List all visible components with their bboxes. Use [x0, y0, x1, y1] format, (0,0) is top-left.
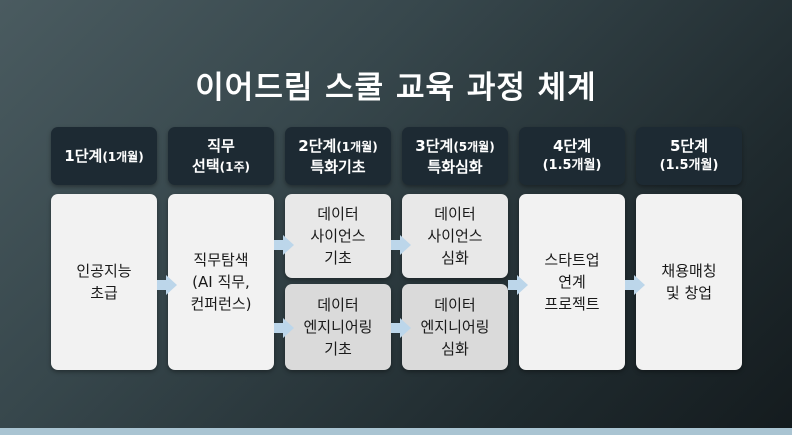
stage-3-bottom-box: 데이터 엔지니어링 기초	[285, 284, 391, 370]
stage-header-5: 4단계 (1.5개월)	[519, 127, 625, 185]
stage-5-line: 연계	[558, 273, 586, 291]
stage-4-bottom-line: 엔지니어링	[420, 318, 490, 336]
stage-6-line: 채용매칭	[661, 262, 717, 280]
stage-2-line: (AI 직무,	[192, 273, 250, 291]
stage-header-4-label: 3단계	[415, 136, 454, 155]
stage-3-top-line: 사이언스	[310, 227, 366, 245]
stage-2-line: 직무탐색	[193, 251, 249, 269]
stage-4-top-line: 사이언스	[427, 227, 483, 245]
stage-header-5-label: 4단계	[552, 137, 592, 155]
stage-1-line: 초급	[90, 284, 118, 302]
stage-3-top-line: 데이터	[317, 205, 359, 223]
stage-header-4-topic: 특화심화	[427, 157, 483, 176]
stage-3-bottom-line: 기초	[324, 340, 352, 358]
stage-4-bottom-line: 데이터	[434, 296, 476, 314]
stage-5-box: 스타트업 연계 프로젝트	[519, 194, 625, 370]
page-title: 이어드림 스쿨 교육 과정 체계	[195, 70, 597, 106]
stage-header-3-label: 2단계	[298, 136, 337, 155]
stage-4-top-line: 데이터	[434, 205, 476, 223]
stage-header-2-label2: 선택	[192, 156, 220, 175]
stage-5-line: 스타트업	[544, 251, 600, 269]
stage-header-5-duration: (1.5개월)	[542, 158, 602, 173]
stage-header-4: 3단계(5개월) 특화심화	[402, 127, 508, 185]
stage-2-box: 직무탐색 (AI 직무, 컨퍼런스)	[168, 194, 274, 370]
stage-header-3-topic: 특화기초	[310, 157, 366, 176]
stage-3-top-box: 데이터 사이언스 기초	[285, 194, 391, 278]
stage-3-top-line: 기초	[324, 249, 352, 267]
stage-6-line: 및 창업	[665, 284, 713, 302]
stage-1-line: 인공지능	[76, 262, 132, 280]
stage-6-box: 채용매칭 및 창업	[636, 194, 742, 370]
stage-4-top-line: 심화	[441, 249, 469, 267]
stage-5-line: 프로젝트	[544, 295, 600, 313]
stage-header-3-duration: (1개월)	[336, 139, 378, 154]
stage-3-bottom-line: 엔지니어링	[303, 318, 373, 336]
stage-3-bottom-line: 데이터	[317, 296, 359, 314]
stage-header-1-duration: (1개월)	[102, 149, 144, 164]
stage-header-6-label: 5단계	[669, 137, 709, 155]
stage-2-line: 컨퍼런스)	[190, 295, 252, 313]
stage-header-3: 2단계(1개월) 특화기초	[285, 127, 391, 185]
stage-1-box: 인공지능 초급	[51, 194, 157, 370]
stage-4-top-box: 데이터 사이언스 심화	[402, 194, 508, 278]
stage-4-bottom-line: 심화	[441, 340, 469, 358]
footer-bar	[0, 428, 792, 435]
stage-4-bottom-box: 데이터 엔지니어링 심화	[402, 284, 508, 370]
stage-header-6: 5단계 (1.5개월)	[636, 127, 742, 185]
stage-header-2-duration: (1주)	[219, 159, 250, 174]
stage-header-6-duration: (1.5개월)	[659, 158, 719, 173]
stage-header-1-label: 1단계	[64, 146, 103, 165]
stage-header-2-label: 직무	[207, 136, 235, 155]
stage-header-4-duration: (5개월)	[453, 139, 495, 154]
stage-header-2: 직무 선택(1주)	[168, 127, 274, 185]
stage-header-1: 1단계(1개월)	[51, 127, 157, 185]
